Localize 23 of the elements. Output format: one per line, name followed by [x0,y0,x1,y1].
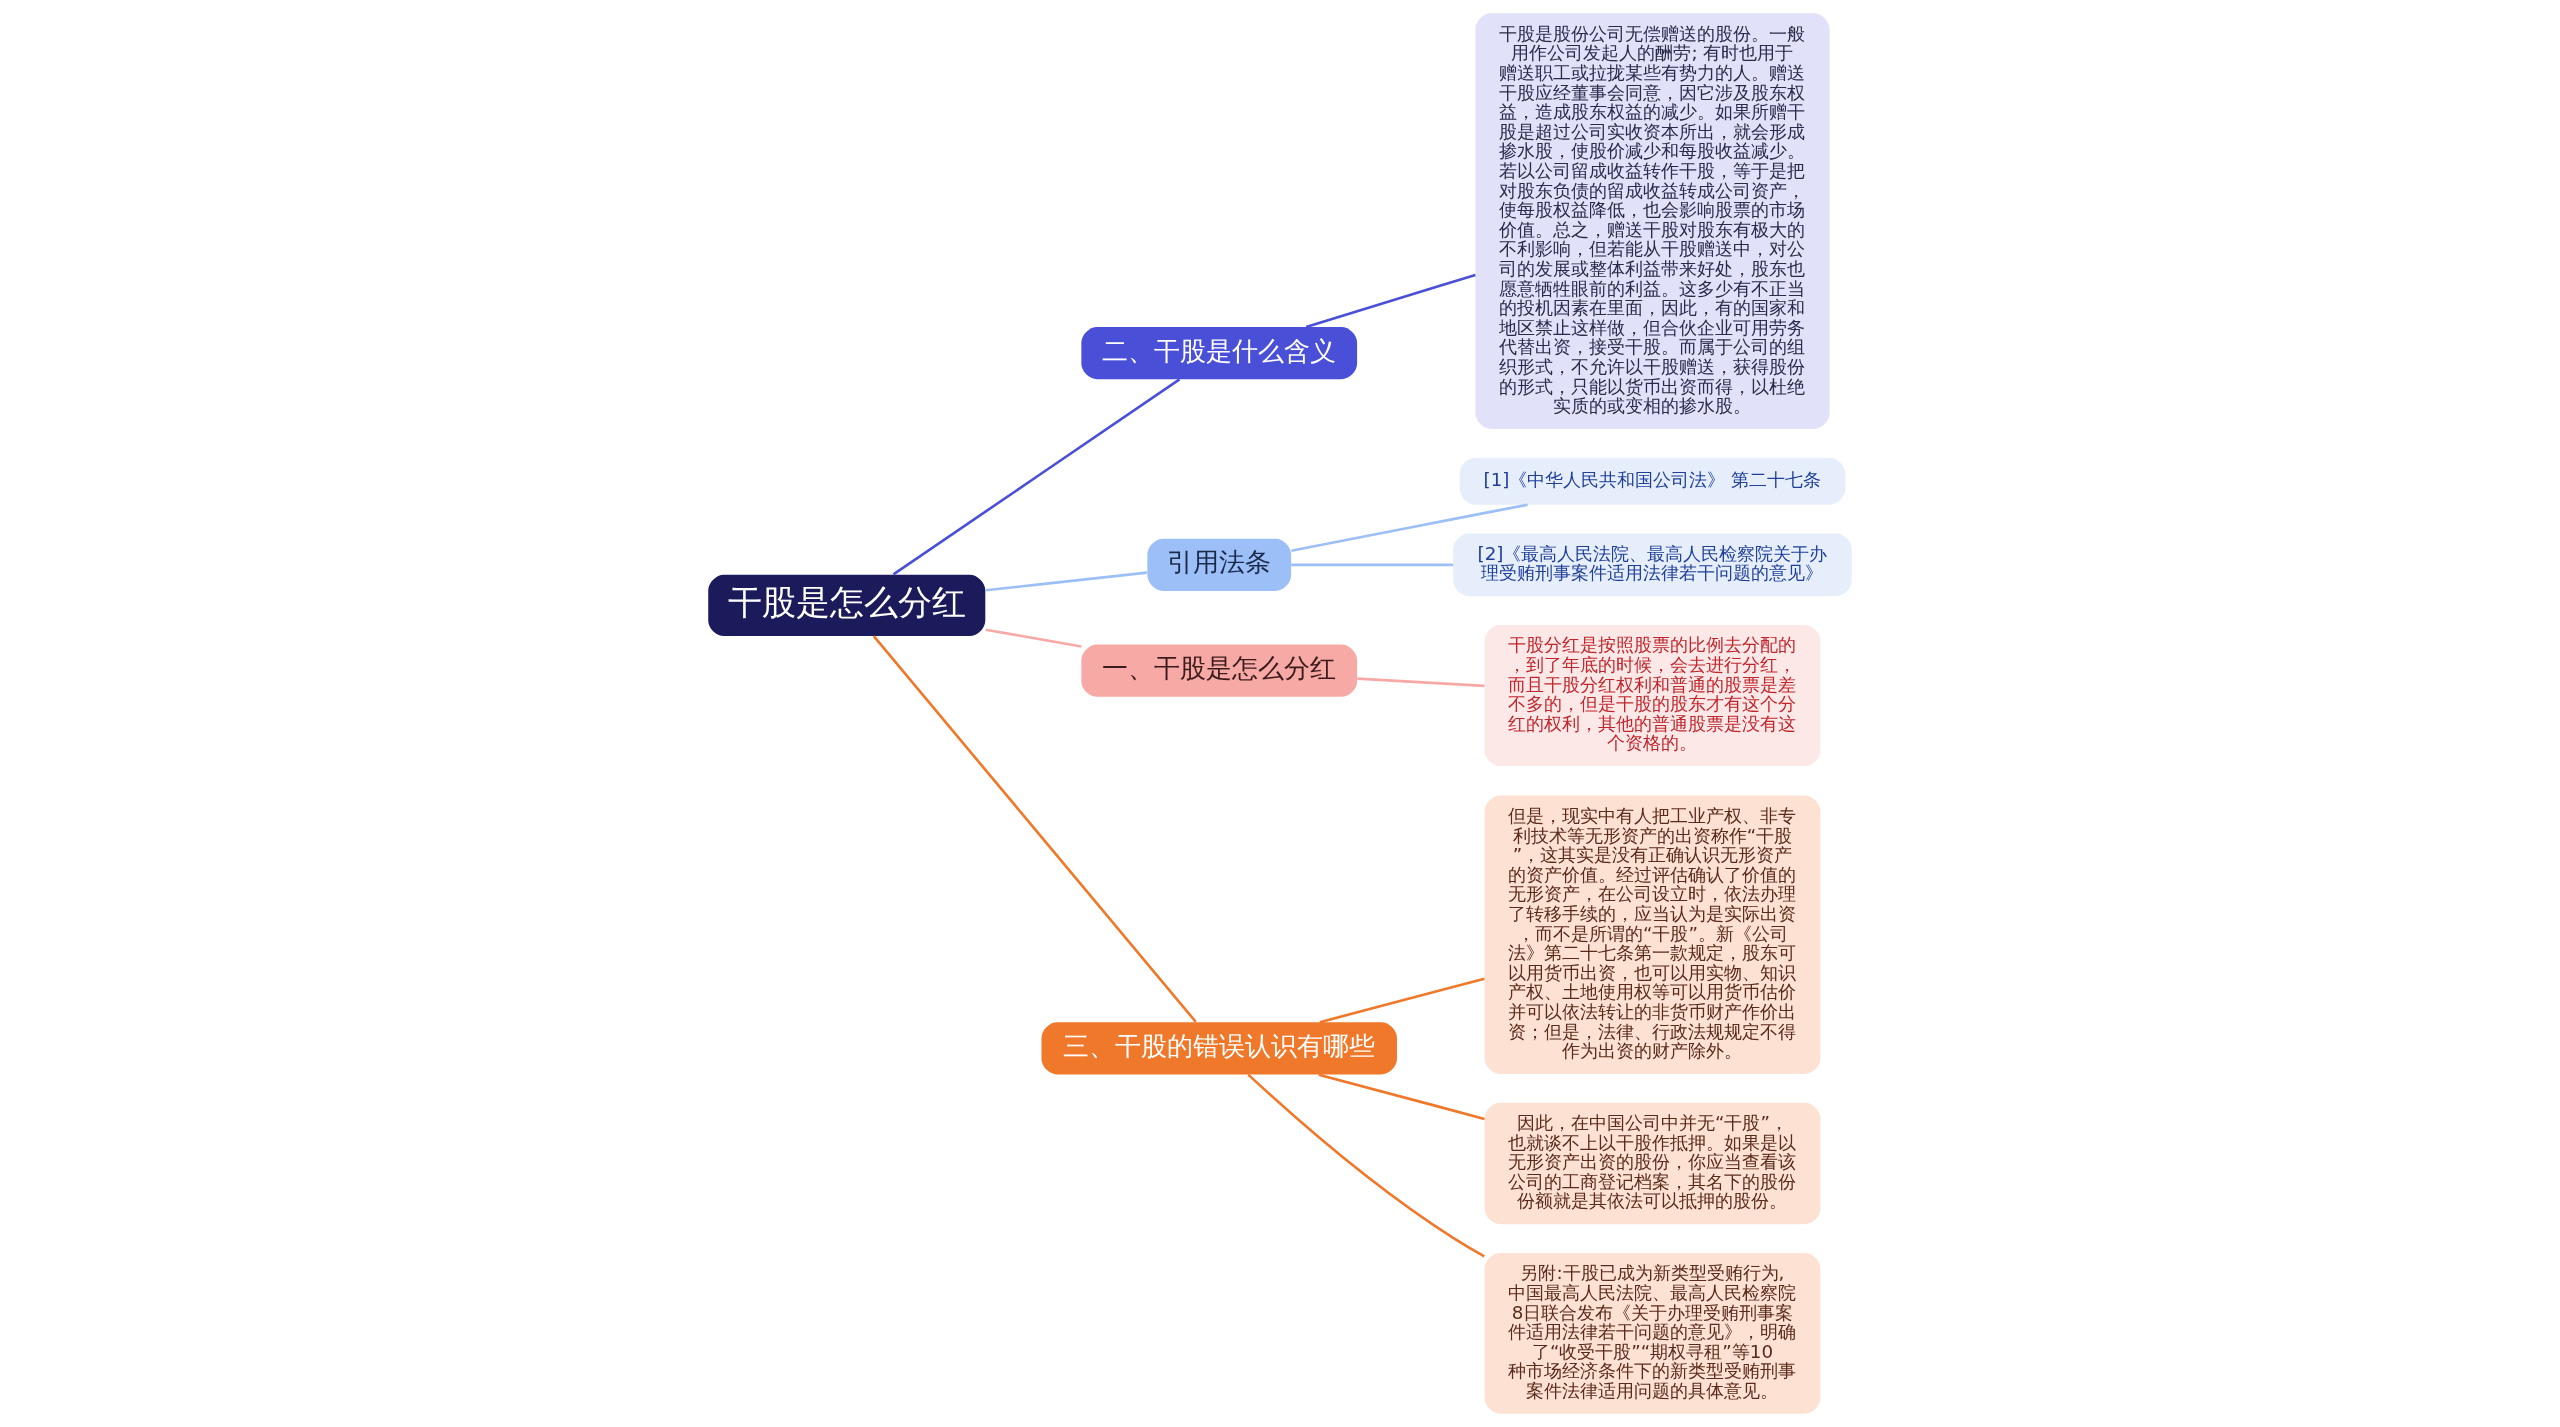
node-box: 二、干股是什么含义 [1081,327,1358,380]
node-box: 干股分红是按照股票的比例去分配的，到了年底的时候，会去进行分红，而且干股分红权利和普通的股票是差不多的，但是干股的股东才有这个分红的权利，其他的普通股票是没有这个资格的。 [1484,624,1821,767]
connector [985,571,1148,592]
connector [1247,1073,1485,1258]
node-box: 干股是怎么分红 [708,574,986,637]
node-box: 一、干股是怎么分红 [1081,644,1358,697]
connector [985,628,1082,648]
node-box: [1]《中华人民共和国公司法》 第二十七条 [1459,457,1846,505]
node-box: [2]《最高人民法院、最高人民检察院关于办理受贿刑事案件适用法律若干问题的意见》 [1453,533,1852,597]
connector [872,635,1197,1023]
connector [1318,1073,1485,1121]
connector [1357,677,1485,688]
connector [1319,977,1485,1024]
node-box: 另附:干股已成为新类型受贿行为,中国最高人民法院、最高人民检察院8日联合发布《关于办理受贿刑事案件适用法律若干问题的意见》，明确了“收受干股”“期权寻租”等10种市场经济条件下的新类型受贿刑事案件法律适用问题的具体意见。 [1484,1252,1821,1414]
connector [1291,563,1454,567]
connector [1291,503,1528,553]
node-box: 引用法条 [1147,538,1292,591]
connector [892,378,1181,576]
connector [1305,273,1476,329]
node-box: 三、干股的错误认识有哪些 [1041,1022,1397,1075]
node-box: 但是，现实中有人把工业产权、非专利技术等无形资产的出资称作“干股”，这其实是没有正确认识无形资产的资产价值。经过评估确认了价值的无形资产，在公司设立时，依法办理了转移手续的，应当认为是实际出资，而不是所谓的“干股”。新《公司法》第二十七条第一款规定，股东可以用货币出资，也可以用实物、知识产权、土地使用权等可以用货币估价并可以依法转让的非货币财产作价出资；但是，法律、行政法规规定不得作为出资的财产除外。 [1484,795,1821,1074]
node-box: 因此，在中国公司中并无“干股”，也就谈不上以干股作抵押。如果是以无形资产出资的股份，你应当查看该公司的工商登记档案，其名下的股份份额就是其依法可以抵押的股份。 [1484,1102,1821,1225]
node-box: 干股是股份公司无偿赠送的股份。一般用作公司发起人的酬劳; 有时也用于赠送职工或拉拢某些有势力的人。赠送干股应经董事会同意，因它涉及股东权益，造成股东权益的减少。如果所赠干股是超过公司实收资本所出，就会形成掺水股，使股价减少和每股收益减少。若以公司留成收益转作干股，等于是把对股东负债的留成收益转成公司资产，使每股权益降低，也会影响股票的市场价值。总之，赠送干股对股东有极大的不利影响，但若能从干股赠送中，对公司的发展或整体利益带来好处，股东也愿意牺牲眼前的利益。这多少有不正当的投机因素在里面，因此，有的国家和地区禁止这样做，但合伙企业可用劳务代替出资，接受干股。而属于公司的组织形式，不允许以干股赠送，获得股份的形式，只能以货币出资而得，以杜绝实质的或变相的掺水股。 [1475,13,1830,429]
